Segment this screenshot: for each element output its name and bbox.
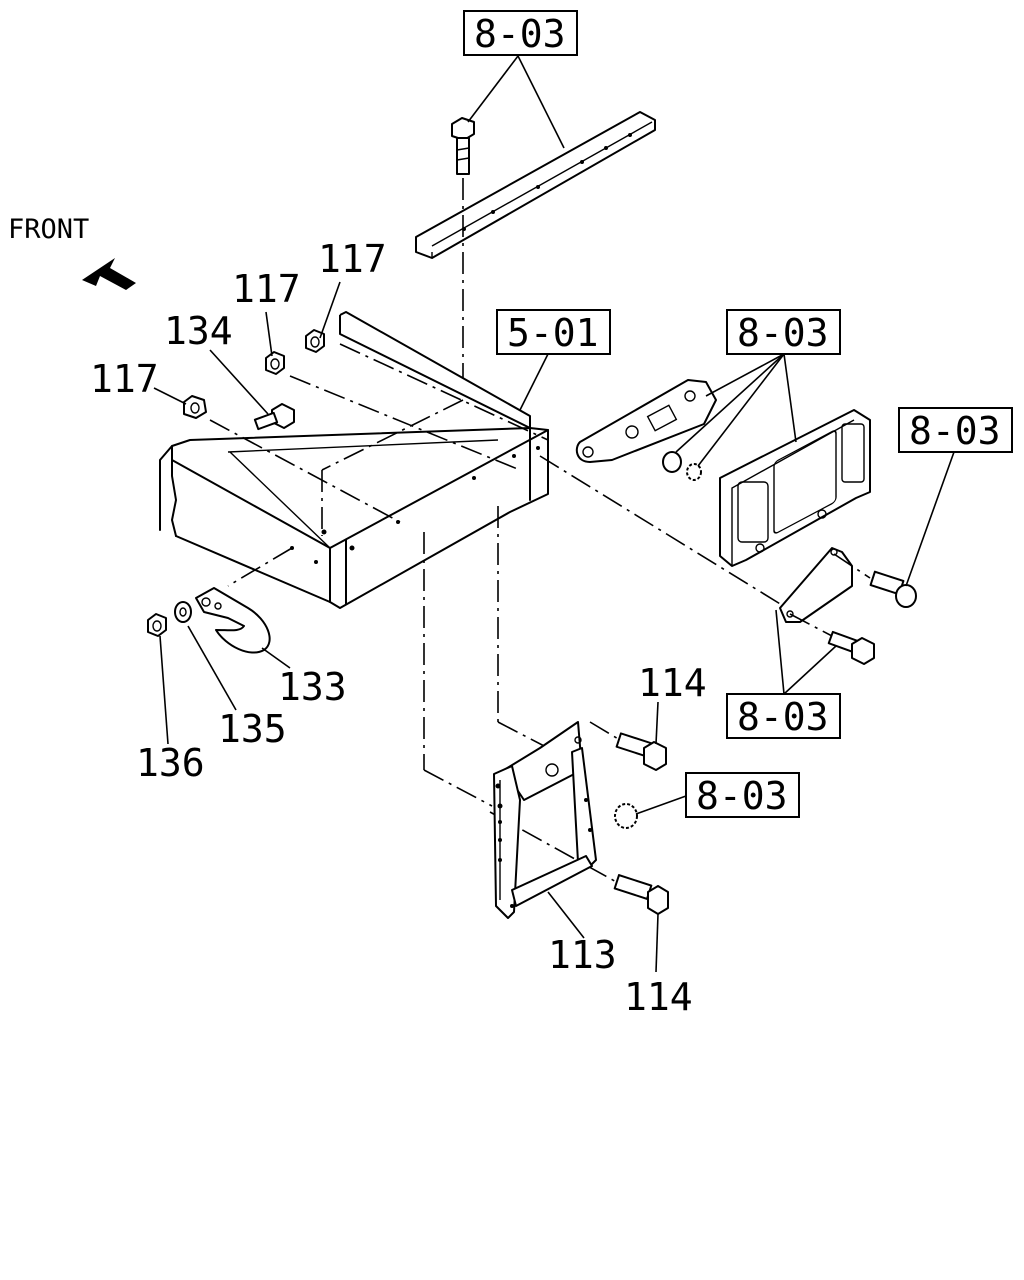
hook-centerline [227,547,293,587]
lamp-bracket [575,379,717,463]
label-113: 113 [548,933,617,977]
ref-box-plate: 8-03 [726,693,841,739]
label-134: 134 [164,309,233,353]
bolt-114-upper [615,732,667,771]
ref-top-text: 8-03 [474,12,566,56]
ref-box-top: 8-03 [463,10,578,56]
label-114-b: 114 [624,975,693,1019]
bolt-114-lower [613,874,669,915]
label-117-a: 117 [318,237,387,281]
nut-136 [147,613,167,637]
label-117-c: 117 [90,357,159,401]
ref-box-frame: 5-01 [496,309,611,355]
nut-lower [614,803,638,829]
plate-centerline [539,455,791,611]
frame-centerline-c [339,343,549,441]
label-135: 135 [218,707,287,751]
tow-hook [195,587,271,654]
bolt-right-centerline [833,553,871,579]
ref-frame-text: 5-01 [507,311,599,355]
label-136: 136 [136,741,205,785]
mount-plate [779,547,853,623]
bracket-centerline-f [489,811,621,885]
ref-box-lamp: 8-03 [726,309,841,355]
frame-centerline-a [321,399,464,471]
bracket-centerline-b [423,769,493,807]
bolt-134 [253,403,295,431]
rear-lamp [719,409,871,567]
ref-box-bolt-right: 8-03 [898,407,1013,453]
bolt-plate [827,630,875,665]
label-117-b: 117 [232,267,301,311]
frame-centerline-d [289,375,521,471]
bolt-lamp-right [869,570,917,608]
spacer-washer [686,463,702,481]
top-bolt [451,117,475,175]
spacer-nut [662,451,682,473]
ref-bolt-right-text: 8-03 [909,409,1001,453]
nut-117-mid [265,351,285,375]
top-rail [415,111,656,259]
ref-plate-text: 8-03 [737,695,829,739]
nut-117-left [183,395,207,419]
bracket-centerline-d [497,721,549,749]
washer-135 [174,601,192,623]
label-133: 133 [278,665,347,709]
frame-member [159,311,549,609]
ref-nut-lower-text: 8-03 [696,774,788,818]
front-arrow-icon [82,258,136,290]
bolt-plate-centerline [789,613,833,637]
step-bracket [493,721,597,919]
ref-box-nut-lower: 8-03 [685,772,800,818]
leader-lines [153,55,955,973]
nut-117-top [305,329,325,353]
bracket-centerline-e [589,721,621,741]
front-label: FRONT [8,214,89,245]
ref-lamp-text: 8-03 [737,311,829,355]
label-114-a: 114 [638,661,707,705]
